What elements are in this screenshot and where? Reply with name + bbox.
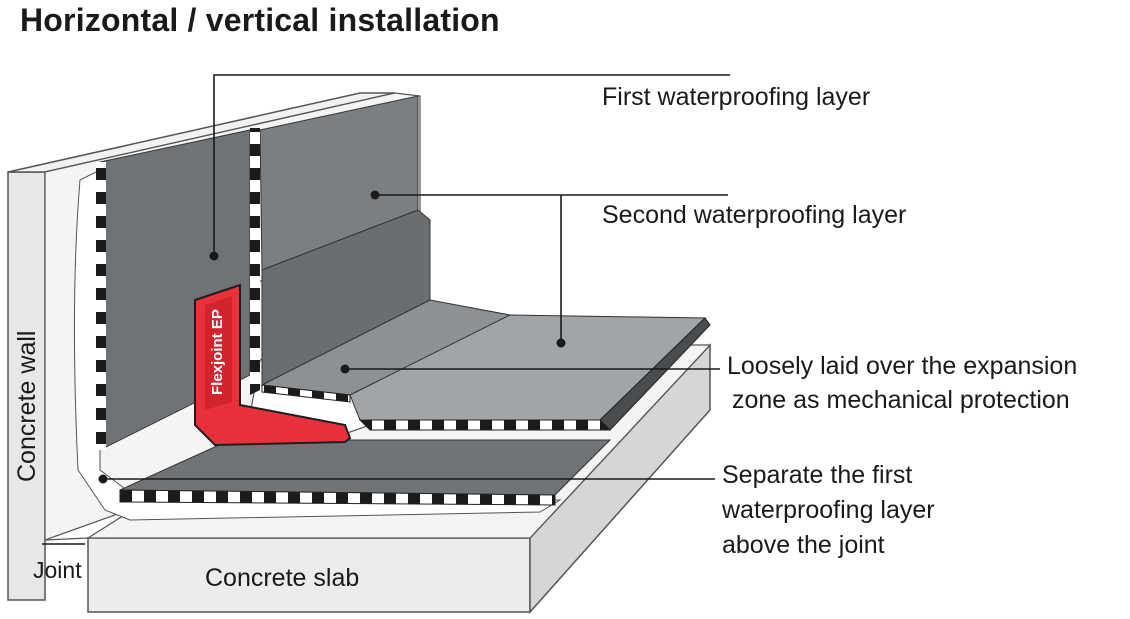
joint-label: Joint — [33, 557, 82, 583]
flexjoint-label: Flexjoint EP — [209, 309, 226, 395]
label-loosely-laid-line2: zone as mechanical protection — [732, 386, 1070, 414]
flexjoint-ep: Flexjoint EP — [194, 283, 352, 447]
concrete-slab-label: Concrete slab — [205, 564, 359, 592]
label-separate-line1: Separate the first — [722, 461, 913, 489]
label-first-layer: First waterproofing layer — [602, 83, 871, 111]
label-loosely-laid-line1: Loosely laid over the expansion — [727, 352, 1078, 380]
leader-first-layer — [213, 74, 730, 256]
leader-dots — [98, 190, 566, 484]
concrete-wall-label: Concrete wall — [13, 331, 41, 482]
label-second-layer: Second waterproofing layer — [602, 201, 907, 229]
page-title: Horizontal / vertical installation — [20, 2, 500, 38]
second-waterproofing-layer — [250, 95, 711, 431]
label-separate-line2: waterproofing layer — [722, 496, 935, 524]
label-separate-line3: above the joint — [722, 531, 885, 559]
leader-lines — [42, 74, 730, 545]
